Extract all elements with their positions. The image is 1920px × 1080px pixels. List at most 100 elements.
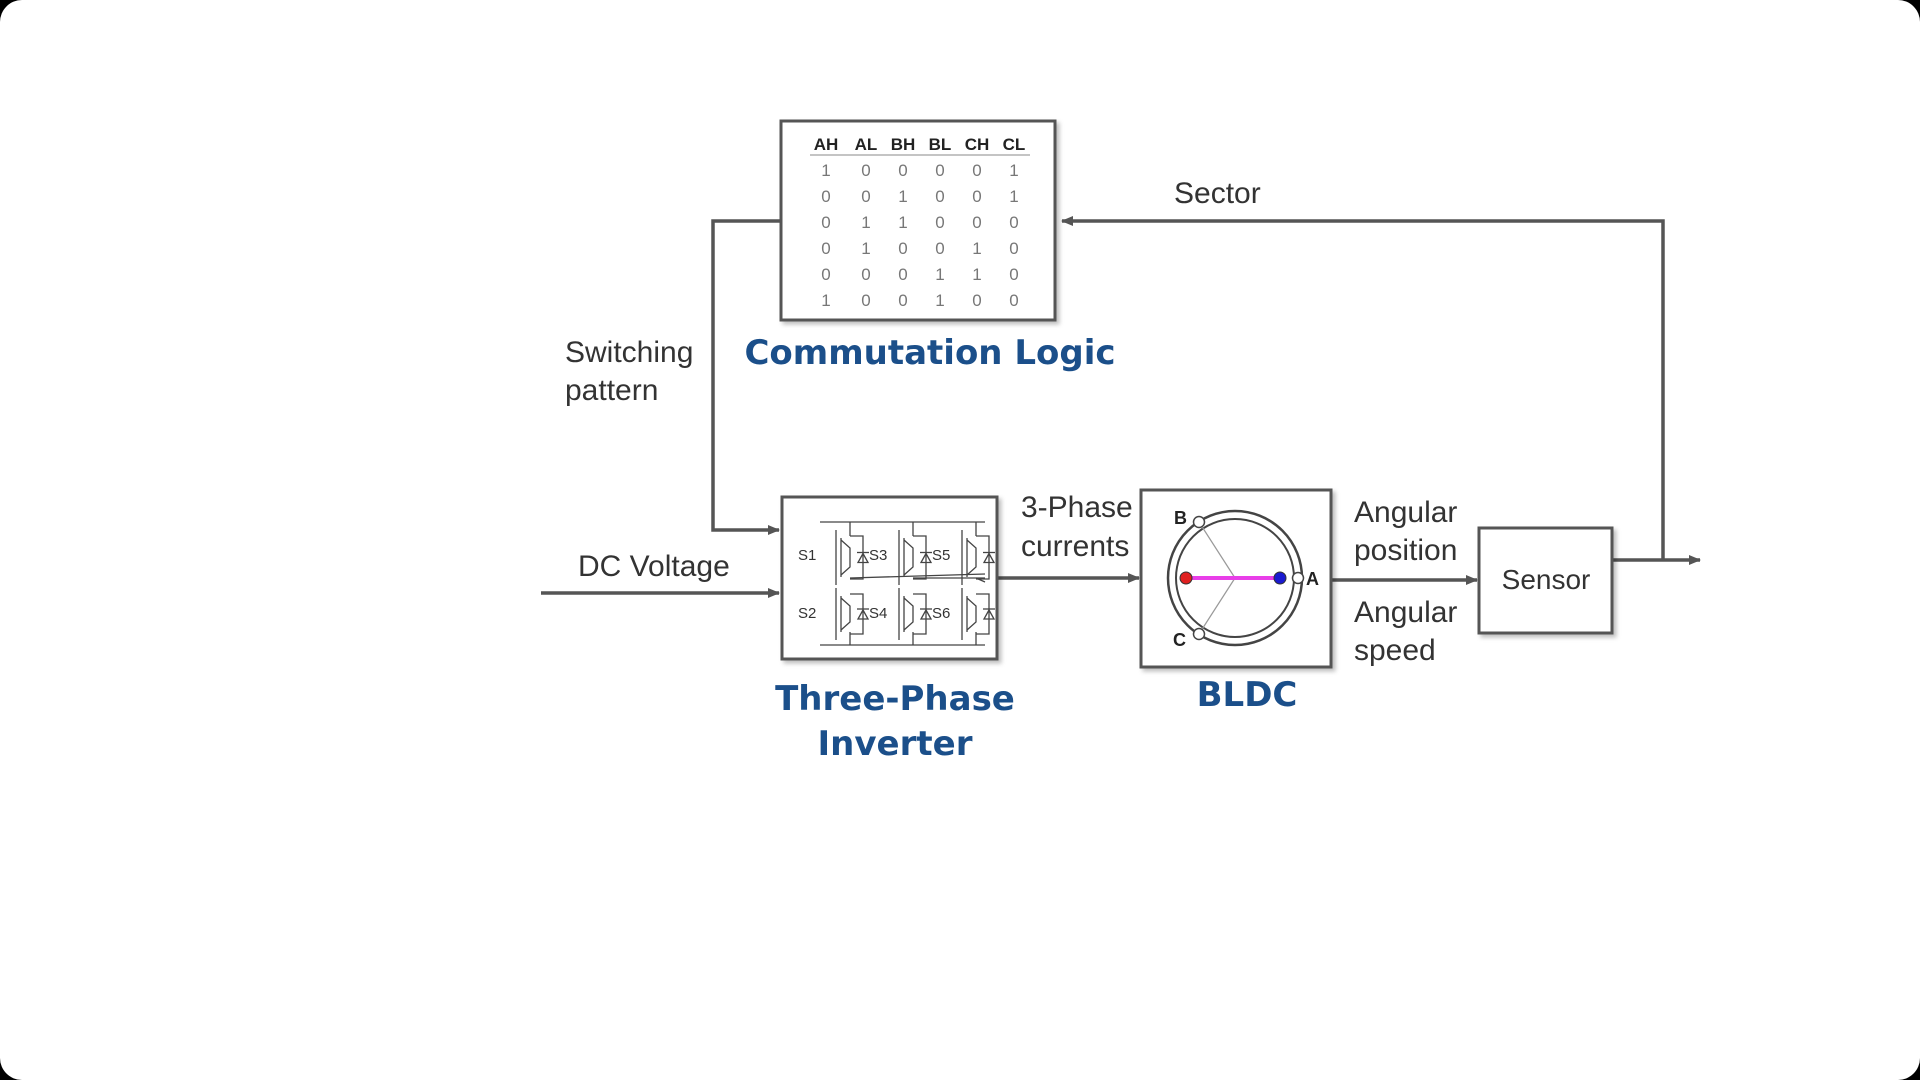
table-cell: 0 (972, 187, 981, 206)
table-cell: 0 (898, 239, 907, 258)
table-cell: 1 (1009, 161, 1018, 180)
diode-branch (850, 593, 864, 635)
table-cell: 1 (861, 239, 870, 258)
table-cell: 0 (935, 213, 944, 232)
table-cell: 0 (1009, 291, 1018, 310)
phase-output-line (975, 577, 986, 583)
table-cell: 0 (821, 239, 830, 258)
sector-label: Sector (1174, 177, 1261, 210)
terminal-c (1192, 627, 1206, 641)
table-cell: 0 (972, 291, 981, 310)
igbt-body (840, 597, 851, 631)
terminal-a (1291, 571, 1305, 585)
angular-speed-label-line1: Angular (1354, 596, 1457, 629)
sensor-box (1477, 526, 1614, 635)
table-header-cell: AH (814, 135, 839, 154)
dc-voltage-label: DC Voltage (578, 550, 730, 583)
angular-position-label-line2: position (1354, 534, 1457, 567)
table-cell: 0 (861, 187, 870, 206)
igbt-body (903, 597, 914, 631)
table-cell: 1 (972, 265, 981, 284)
winding-c-line (1198, 577, 1236, 635)
table-cell: 1 (898, 187, 907, 206)
table-cell: 0 (821, 187, 830, 206)
table-cell: 1 (935, 265, 944, 284)
rotor-red-pole (1179, 571, 1193, 585)
table-header-cell: CH (965, 135, 990, 154)
diode-branch (850, 535, 864, 580)
switch-label: S1 (798, 547, 816, 564)
table-cell: 1 (1009, 187, 1018, 206)
table-cell: 0 (898, 265, 907, 284)
table-cell: 0 (898, 161, 907, 180)
diode-branch (913, 593, 927, 635)
table-cell: 1 (972, 239, 981, 258)
terminal-b (1192, 515, 1206, 529)
igbt-body (966, 597, 977, 631)
switching-pattern-wire (711, 219, 781, 535)
table-cell: 0 (861, 161, 870, 180)
table-cell: 1 (861, 213, 870, 232)
sensor-block: Sensor (1477, 526, 1614, 635)
table-cell: 1 (898, 213, 907, 232)
inverter-schematic (820, 521, 996, 646)
table-cell: 0 (1009, 239, 1018, 258)
table-cell: 1 (821, 161, 830, 180)
commutation-table: AH AL BH BL CH CL 1 0 0 0 0 1 0 0 1 0 0 1 0 1 1 0 0 0 0 1 0 0 1 0 0 0 0 1… (810, 135, 1030, 310)
pole-c-label: C (1173, 630, 1186, 650)
igbt-body (840, 539, 851, 576)
rotor-blue-pole (1273, 571, 1287, 585)
switching-label-line1: Switching (565, 336, 693, 369)
table-cell: 0 (861, 265, 870, 284)
inverter-title-line1: Three-Phase (775, 679, 1015, 719)
table-cell: 0 (1009, 265, 1018, 284)
switch-label: S5 (932, 547, 950, 564)
table-header-cell: AL (855, 135, 878, 154)
table-cell: 1 (935, 291, 944, 310)
table-header-cell: CL (1003, 135, 1026, 154)
pole-a-label: A (1306, 569, 1319, 589)
switching-label-line2: pattern (565, 374, 658, 407)
table-cell: 0 (1009, 213, 1018, 232)
table-cell: 0 (935, 187, 944, 206)
phase-currents-label-line1: 3-Phase (1021, 491, 1133, 524)
table-header-cell: BL (929, 135, 952, 154)
sensor-label: Sensor (1502, 564, 1591, 595)
switch-label: S4 (869, 605, 887, 622)
sector-wire (1061, 216, 1665, 560)
table-header-cell: BH (891, 135, 916, 154)
switch-label: S2 (798, 605, 816, 622)
signal-labels: Sector Switching pattern DC Voltage 3-Ph… (565, 177, 1457, 667)
angular-speed-label-line2: speed (1354, 634, 1436, 667)
inverter-title-line2: Inverter (818, 724, 973, 764)
switch-label: S6 (932, 605, 950, 622)
bldc-title: BLDC (1197, 675, 1298, 715)
table-cell: 1 (821, 291, 830, 310)
wires (541, 216, 1701, 598)
diode-branch (976, 535, 990, 580)
igbt-body (903, 539, 914, 576)
diode-branch (913, 535, 927, 580)
bldc-block: B C A BLDC (1139, 488, 1333, 715)
table-cell: 0 (821, 213, 830, 232)
table-cell: 0 (898, 291, 907, 310)
pole-b-label: B (1174, 508, 1187, 528)
table-cell: 0 (821, 265, 830, 284)
table-cell: 0 (861, 291, 870, 310)
diode-branch (976, 593, 990, 635)
table-cell: 0 (972, 213, 981, 232)
phase-currents-label-line2: currents (1021, 530, 1129, 563)
commutation-logic-title: Commutation Logic (744, 333, 1115, 373)
table-cell: 0 (935, 161, 944, 180)
angular-position-label-line1: Angular (1354, 496, 1457, 529)
table-cell: 0 (935, 239, 944, 258)
commutation-logic-block: AH AL BH BL CH CL 1 0 0 0 0 1 0 0 1 0 0 1 0 1 1 0 0 0 0 1 0 0 1 0 0 0 0 1… (744, 119, 1116, 373)
winding-b-line (1198, 521, 1236, 579)
table-cell: 0 (972, 161, 981, 180)
igbt-body (966, 539, 977, 576)
commutation-logic-box (779, 119, 1057, 322)
